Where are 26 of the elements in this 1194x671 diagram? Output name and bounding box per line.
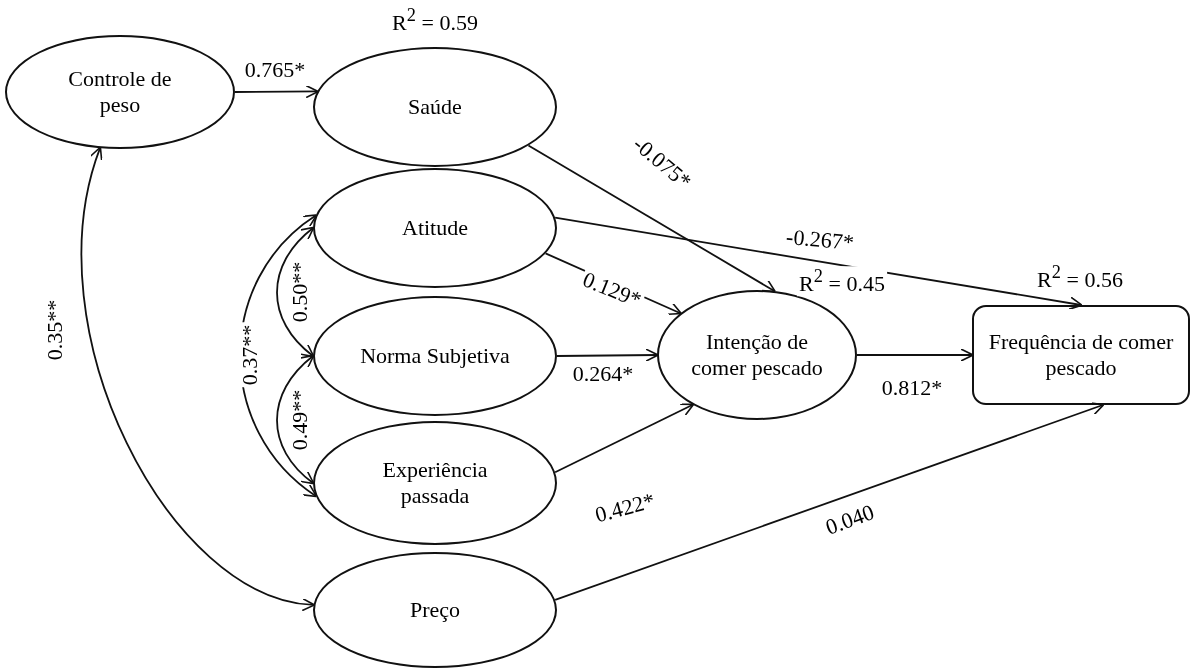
arrow xyxy=(527,144,777,293)
curved-arrow xyxy=(80,146,316,610)
node-label: Controle de peso xyxy=(67,65,173,119)
arrow xyxy=(234,84,319,99)
node-label: Norma Subjetiva xyxy=(360,342,510,370)
ellipse xyxy=(313,552,557,668)
ellipse xyxy=(313,168,557,288)
node-label: Experiência passada xyxy=(381,456,489,510)
ellipse xyxy=(313,47,557,167)
arrow xyxy=(554,403,695,474)
arrow xyxy=(556,348,659,362)
node-label: Saúde xyxy=(408,93,462,121)
arrow xyxy=(856,348,974,362)
node-label: Frequência de comer pescado xyxy=(987,328,1175,382)
ellipse xyxy=(5,35,235,149)
curved-arrow xyxy=(276,226,315,358)
node-label: Intenção de comer pescado xyxy=(690,328,824,382)
curved-arrow xyxy=(276,354,315,485)
ellipse xyxy=(313,421,557,545)
ellipse xyxy=(313,296,557,416)
arrow xyxy=(554,402,1105,601)
r-squared-label: R$^{2}$ = 0.45 xyxy=(797,266,887,296)
rounded-box xyxy=(972,305,1190,405)
node-label: Atitude xyxy=(402,214,468,242)
arrow xyxy=(554,216,1083,310)
node-label: Preço xyxy=(409,596,461,624)
